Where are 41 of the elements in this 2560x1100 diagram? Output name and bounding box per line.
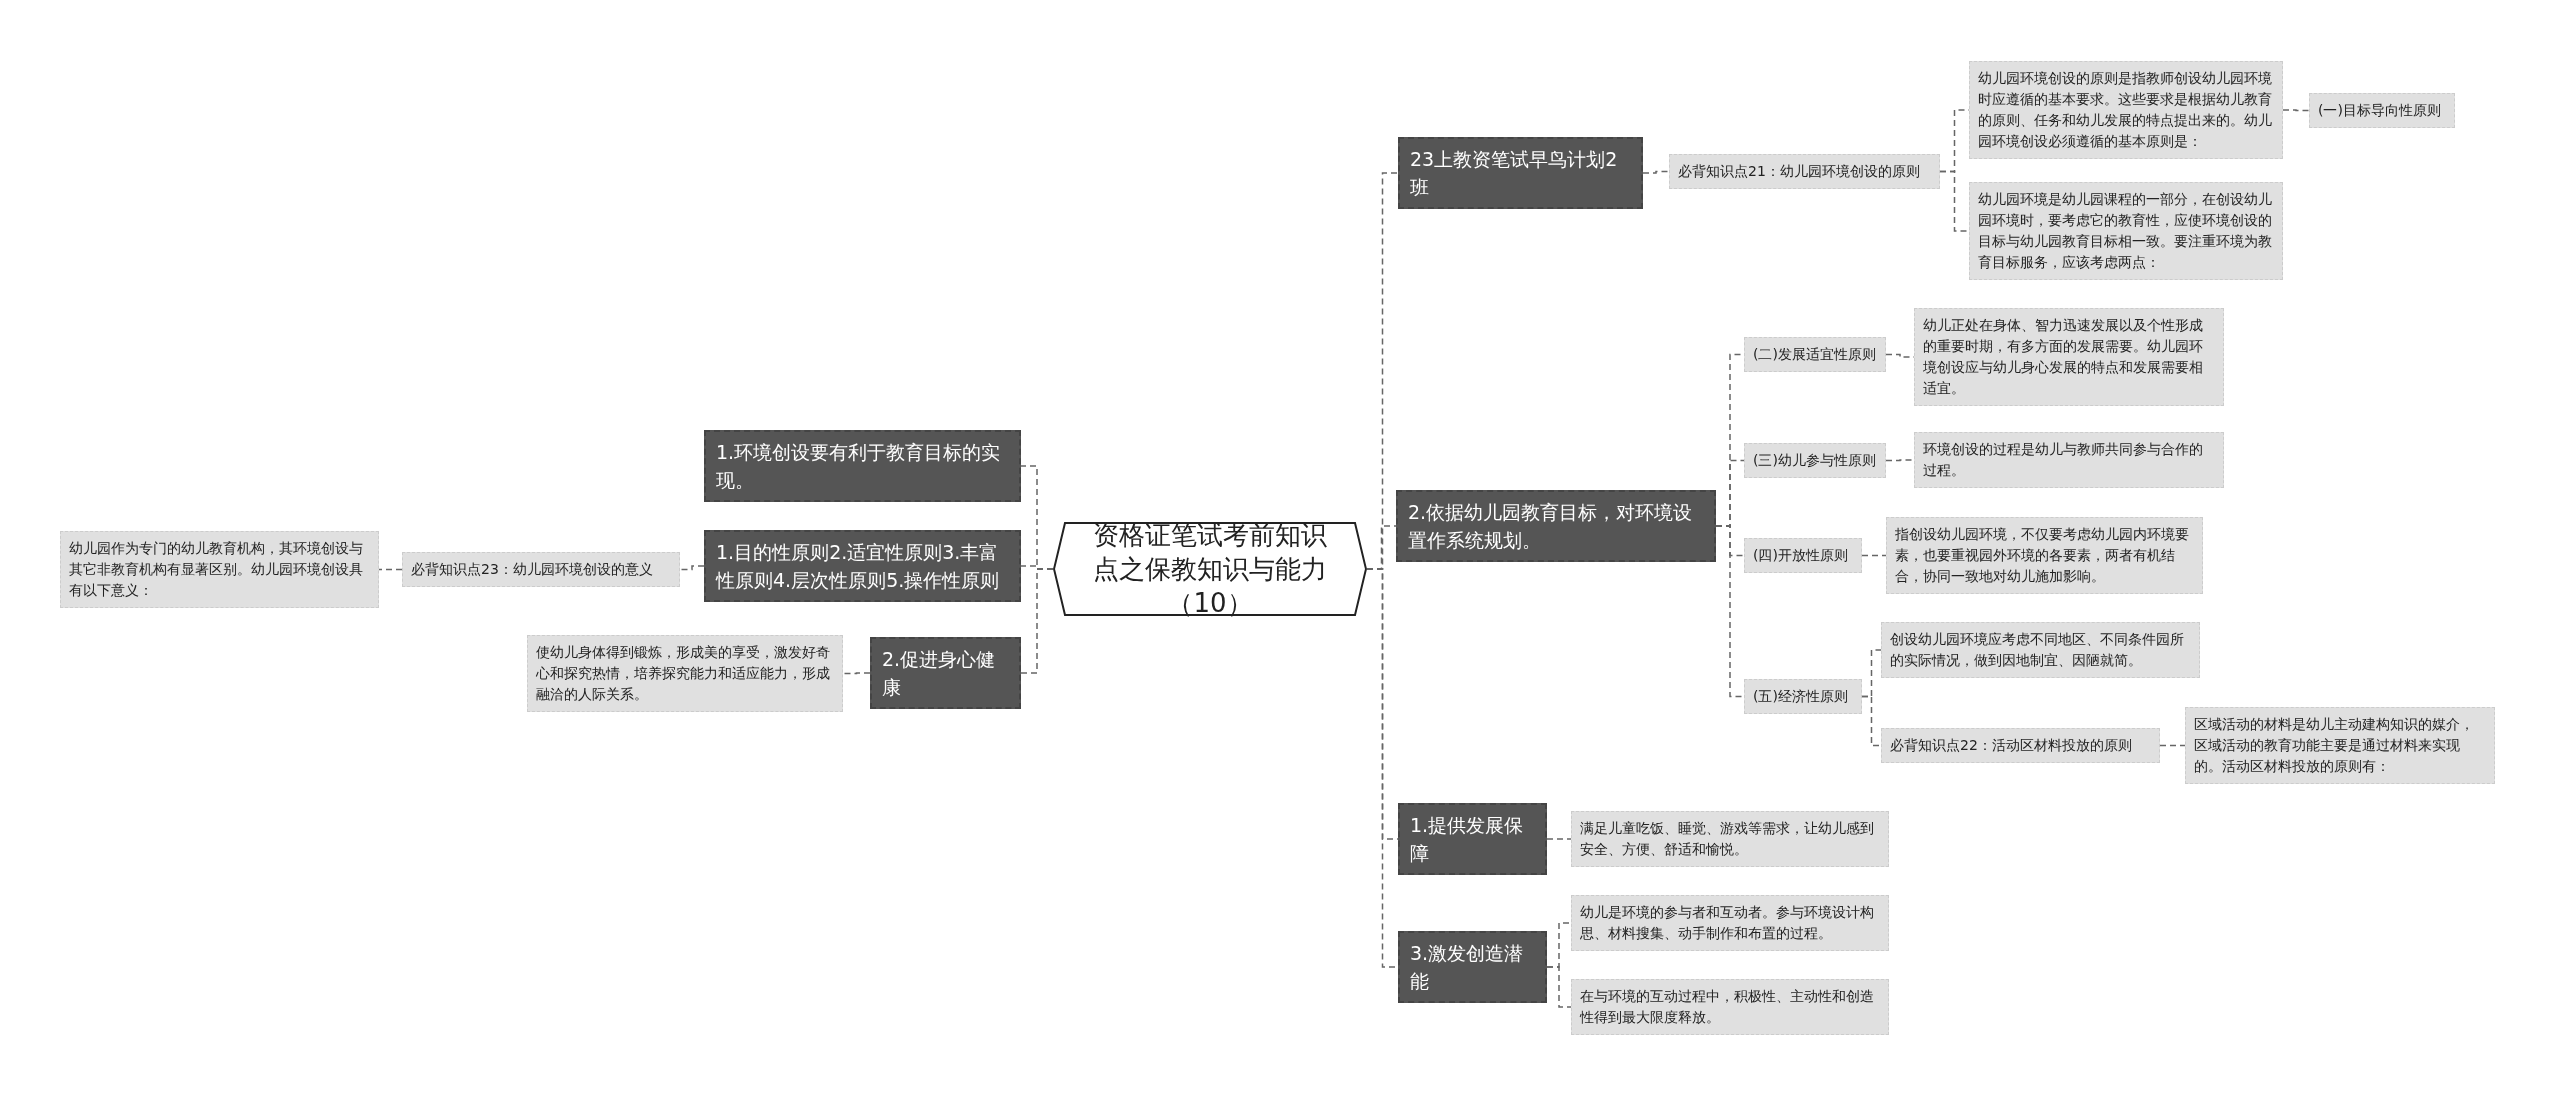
topic-box: 2.依据幼儿园教育目标，对环境设置作系统规划。 <box>1396 490 1716 562</box>
note-box: 必背知识点22：活动区材料投放的原则 <box>1881 727 2160 763</box>
note-box: 必背知识点21：幼儿园环境创设的原则 <box>1669 153 1940 189</box>
note-box: 幼儿正处在身体、智力迅速发展以及个性形成的重要时期，有多方面的发展需要。幼儿园环境创设应与幼儿身心发展的特点和发展需要相适宜。 <box>1914 308 2224 406</box>
connector-line <box>1715 525 1745 698</box>
connector-line <box>2282 109 2310 112</box>
connector-line <box>1885 459 1915 462</box>
note-box: (四)开放性原则 <box>1744 537 1862 573</box>
note-box: (一)目标导向性原则 <box>2309 92 2455 128</box>
connector-line <box>2159 744 2186 747</box>
note-box: 使幼儿身体得到锻炼，形成美的享受，激发好奇心和探究热情，培养探究能力和适应能力，形成融洽的人际关系。 <box>527 634 843 712</box>
note-box: 在与环境的互动过程中，积极性、主动性和创造性得到最大限度释放。 <box>1571 979 1889 1035</box>
connector-line <box>842 672 871 675</box>
topic-box: 2.促进身心健康 <box>870 637 1021 709</box>
connector-line <box>1861 554 1887 557</box>
note-box: (二)发展适宜性原则 <box>1744 336 1886 372</box>
note-box: 环境创设的过程是幼儿与教师共同参与合作的过程。 <box>1914 432 2224 488</box>
topic-box: 23上教资笔试早鸟计划2班 <box>1398 137 1643 209</box>
note-box: 幼儿园作为专门的幼儿教育机构，其环境创设与其它非教育机构有显著区别。幼儿园环境创设具有以下意义： <box>60 530 379 608</box>
note-box: (三)幼儿参与性原则 <box>1744 442 1886 478</box>
topic-box: 3.激发创造潜能 <box>1398 931 1547 1003</box>
note-box: 创设幼儿园环境应考虑不同地区、不同条件园所的实际情况，做到因地制宜、因陋就简。 <box>1881 622 2200 678</box>
note-box: 幼儿是环境的参与者和互动者。参与环境设计构思、材料搜集、动手制作和布置的过程。 <box>1571 895 1889 951</box>
note-box: 幼儿园环境创设的原则是指教师创设幼儿园环境时应遵循的基本要求。这些要求是根据幼儿教育的原则、任务和幼儿发展的特点提出来的。幼儿园环境创设必须遵循的基本原则是： <box>1969 61 2283 159</box>
connector-line <box>378 568 403 571</box>
connector-line <box>679 565 705 571</box>
connector-line <box>1939 170 1970 232</box>
note-box: 必背知识点23：幼儿园环境创设的意义 <box>402 551 680 587</box>
connector-line <box>1020 568 1054 674</box>
note-box: 区域活动的材料是幼儿主动建构知识的媒介，区域活动的教育功能主要是通过材料来实现的。活动区材料投放的原则有： <box>2185 706 2495 784</box>
note-box: 满足儿童吃饭、睡觉、游戏等需求，让幼儿感到安全、方便、舒适和愉悦。 <box>1571 811 1889 867</box>
note-box: 指创设幼儿园环境，不仅要考虑幼儿园内环境要素，也要重视园外环境的各要素，两者有机结合，协同一致地对幼儿施加影响。 <box>1886 516 2203 594</box>
note-box: (五)经济性原则 <box>1744 678 1862 714</box>
topic-box: 1.目的性原则2.适宜性原则3.丰富性原则4.层次性原则5.操作性原则 <box>704 530 1021 602</box>
note-box: 幼儿园环境是幼儿园课程的一部分，在创设幼儿园环境时，要考虑它的教育性，应使环境创设的目标与幼儿园教育目标相一致。要注重环境为教育目标服务，应该考虑两点： <box>1969 182 2283 280</box>
connector-line <box>1546 838 1572 840</box>
connector-line <box>1642 170 1670 174</box>
topic-box: 1.提供发展保障 <box>1398 803 1547 875</box>
connector-line <box>1861 695 1882 747</box>
connector-line <box>1546 966 1572 1008</box>
topic-box: 1.环境创设要有利于教育目标的实现。 <box>704 430 1021 502</box>
